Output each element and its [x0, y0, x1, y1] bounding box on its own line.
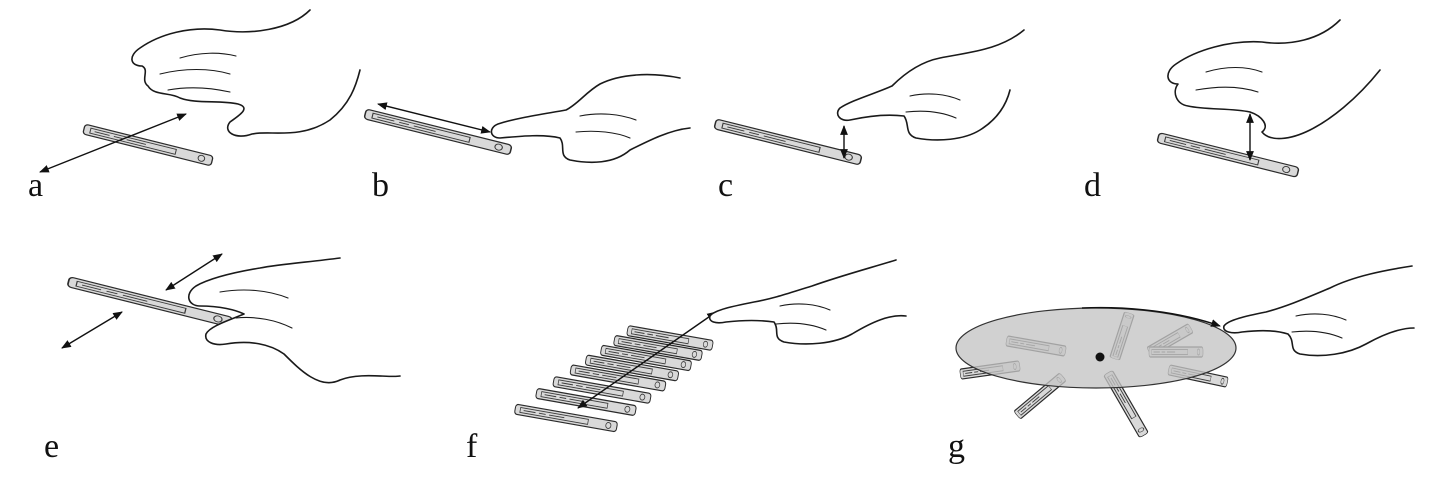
panel-label-c: c [718, 167, 733, 204]
panel-f: f [466, 259, 907, 465]
panel-label-b: b [372, 167, 389, 204]
panel-label-f: f [466, 428, 478, 465]
strip-d [1156, 132, 1300, 178]
hand-d-flat [1167, 19, 1381, 140]
hand-c-pointing [836, 29, 1025, 141]
arrow-e-upper [165, 253, 223, 291]
hand-b-pointing [490, 73, 691, 164]
strip-stack-f [513, 324, 715, 433]
disc-center-g [1095, 352, 1105, 362]
panel-c: c [713, 29, 1025, 204]
hand-g-pointing [1222, 265, 1415, 357]
hand-e-grip [188, 257, 401, 384]
panel-d: d [1084, 19, 1381, 204]
rotating-disc-g [955, 307, 1237, 389]
panel-b: b [363, 73, 691, 204]
arrow-e-lower [61, 311, 123, 349]
arrow-b [377, 102, 491, 134]
panel-e: e [44, 253, 401, 465]
strip-c [713, 118, 863, 166]
panel-label-g: g [948, 428, 965, 465]
strip-a [82, 123, 214, 167]
panel-g: g [948, 265, 1415, 465]
panel-a: a [28, 9, 361, 204]
panel-label-d: d [1084, 167, 1101, 204]
hand-a-flat [131, 9, 361, 137]
panel-label-e: e [44, 428, 59, 465]
panel-label-a: a [28, 167, 43, 204]
arrow-g [1081, 306, 1221, 327]
arrow-a [39, 113, 187, 173]
hand-f-pointing [708, 259, 907, 345]
arrow-f [577, 311, 717, 409]
